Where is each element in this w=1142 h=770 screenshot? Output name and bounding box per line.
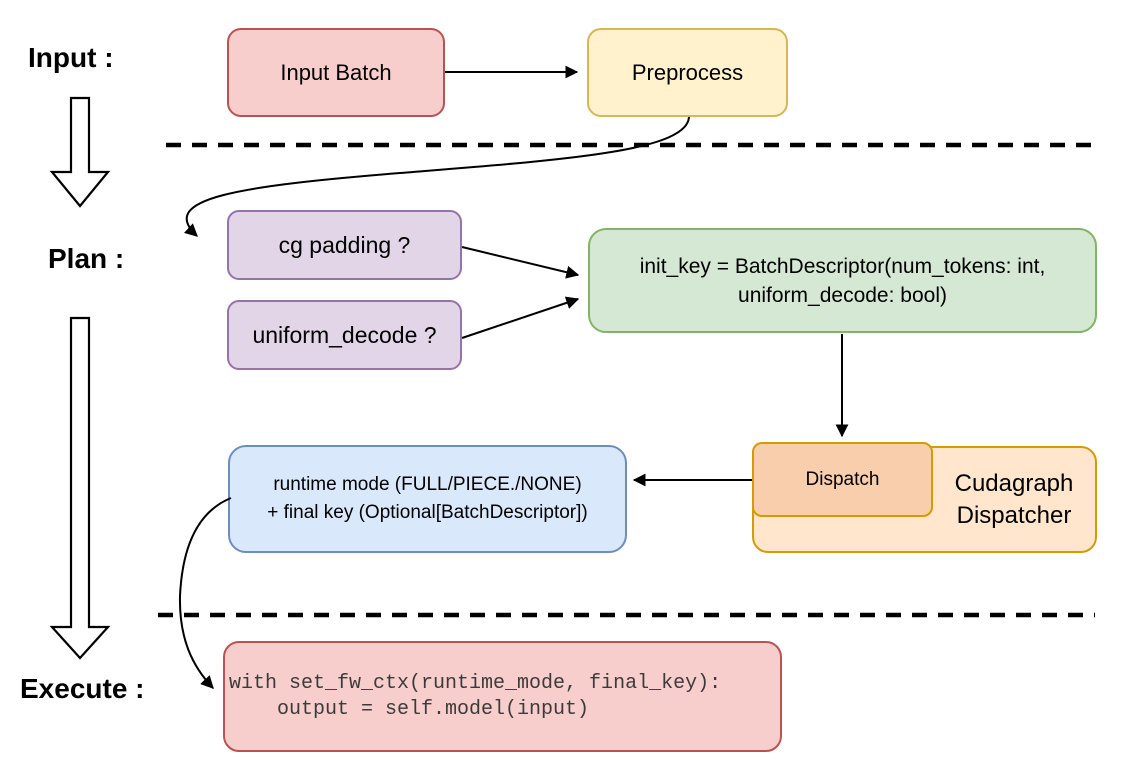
node-cg-padding: cg padding ? — [227, 210, 462, 280]
node-cg-padding-label: cg padding ? — [278, 231, 411, 258]
node-cudagraph-dispatcher-label: Cudagraph Dispatcher — [934, 468, 1094, 532]
node-dispatch: Dispatch — [752, 442, 933, 517]
arrow-uniform-decode-to-init-key — [461, 296, 580, 339]
node-execute-code: with set_fw_ctx(runtime_mode, final_key)… — [223, 641, 782, 752]
node-runtime-mode-line2: + final key (Optional[BatchDescriptor]) — [267, 502, 588, 523]
section-label-input: Input : — [28, 42, 114, 73]
node-init-key-line2: uniform_decode: bool) — [738, 283, 947, 307]
arrow-cg-padding-to-init-key — [461, 246, 580, 279]
node-execute-code-line2: output = self.model(input) — [229, 697, 590, 721]
node-cudagraph-dispatcher-line1: Cudagraph — [954, 469, 1074, 497]
node-input-batch: Input Batch — [227, 28, 445, 117]
section-label-plan: Plan : — [48, 243, 125, 274]
node-runtime-mode-line1: runtime mode (FULL/PIECE./NONE) — [273, 474, 582, 495]
node-init-key-line1: init_key = BatchDescriptor(num_tokens: i… — [639, 254, 1046, 278]
node-preprocess-label: Preprocess — [631, 59, 744, 85]
node-cudagraph-dispatcher-line2: Dispatcher — [956, 501, 1072, 529]
plan-to-execute-down-arrow-icon — [49, 316, 111, 660]
node-dispatch-label: Dispatch — [805, 468, 880, 490]
node-uniform-decode: uniform_decode ? — [227, 300, 462, 370]
node-runtime-mode: runtime mode (FULL/PIECE./NONE) + final … — [228, 445, 627, 553]
node-preprocess: Preprocess — [587, 28, 788, 117]
node-input-batch-label: Input Batch — [280, 59, 392, 85]
input-to-plan-down-arrow-icon — [49, 96, 111, 208]
node-uniform-decode-label: uniform_decode ? — [252, 321, 437, 348]
node-init-key: init_key = BatchDescriptor(num_tokens: i… — [588, 228, 1097, 333]
section-label-execute: Execute : — [20, 673, 145, 704]
node-execute-code-line1: with set_fw_ctx(runtime_mode, final_key)… — [229, 671, 722, 695]
